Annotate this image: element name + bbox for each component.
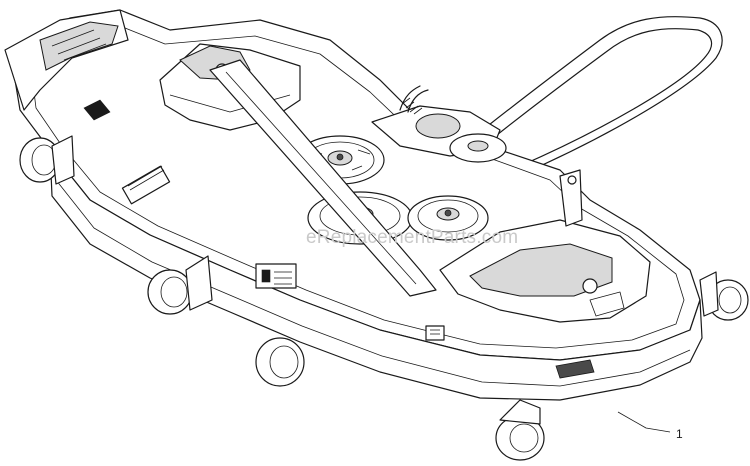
caster-wheel-rear-left	[19, 135, 75, 185]
right-spindle-cover	[439, 219, 651, 323]
caster-wheel-front-left	[255, 337, 305, 387]
watermark-text: eReplacementParts.com	[306, 227, 518, 248]
caster-wheel-mid-left	[147, 255, 213, 315]
rear-roller-housing	[4, 9, 129, 111]
label-decal-small	[425, 325, 445, 341]
callout-1: 1	[617, 411, 683, 441]
center-rail	[209, 59, 437, 297]
brand-plate-front	[555, 359, 595, 379]
rear-bracket-right	[559, 169, 583, 227]
brand-decal-side	[121, 165, 171, 205]
label-decal-front	[255, 263, 297, 289]
caster-wheel-front-center	[495, 399, 545, 461]
right-pulley	[407, 195, 489, 241]
caster-wheel-front-right	[699, 271, 749, 321]
idler-arm-assembly	[371, 85, 507, 163]
callout-label-1: 1	[676, 427, 683, 441]
warning-decal-left	[83, 99, 111, 121]
drive-belt	[469, 16, 723, 176]
